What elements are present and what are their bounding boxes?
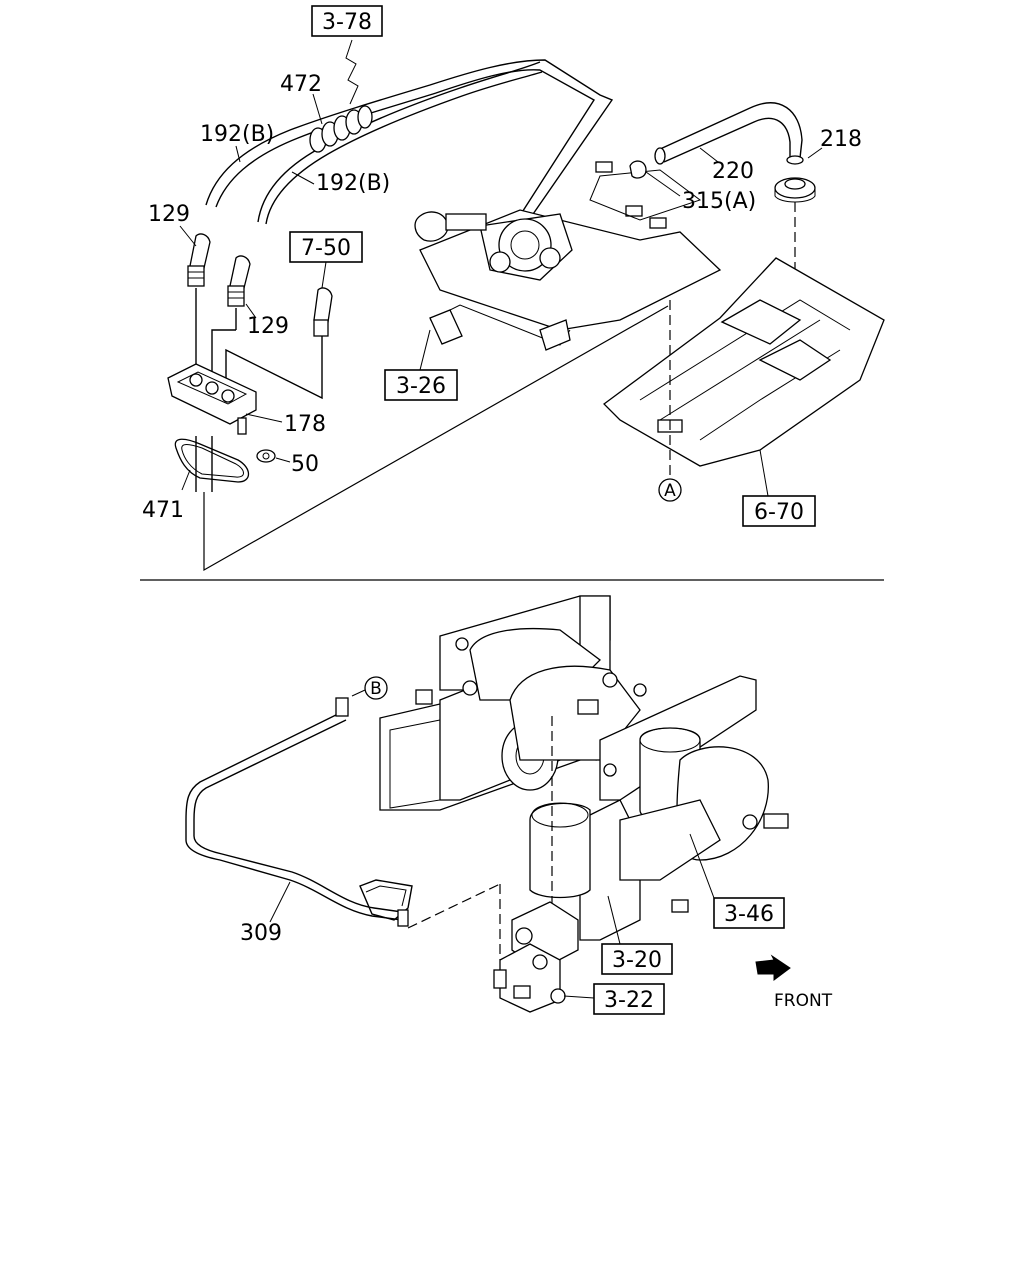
callout-218: 218: [820, 127, 862, 152]
hose-192b-upper-inner: [215, 69, 595, 229]
callout-472: 472: [280, 72, 322, 97]
hose-192b-lower: [257, 61, 541, 223]
break-symbol: [345, 39, 359, 105]
callout-192b-2: 192(B): [316, 171, 390, 196]
svg-text:3-22: 3-22: [604, 988, 654, 1013]
svg-text:B: B: [370, 679, 382, 699]
ref-3-22: 3-22: [563, 983, 665, 1015]
marker-b: B: [364, 676, 388, 700]
callout-129-1: 129: [148, 202, 190, 227]
floor-panel-6-70: [603, 257, 885, 467]
hose-192b-lower-inner: [265, 71, 543, 225]
callout-192b-1: 192(B): [200, 122, 274, 147]
grommet-218: [774, 177, 816, 203]
svg-text:3-20: 3-20: [612, 948, 662, 973]
pipe-309: [185, 697, 413, 927]
dashed-leader-top: [203, 305, 669, 572]
callout-220: 220: [712, 159, 754, 184]
marker-a: A: [658, 478, 682, 502]
front-direction-arrow: FRONT: [755, 954, 833, 1011]
hose-220: [654, 102, 804, 165]
callout-50: 50: [291, 452, 319, 477]
elbow-fitting-129-right: [227, 255, 251, 307]
callout-178: 178: [284, 412, 326, 437]
clip-315a: [629, 160, 647, 179]
svg-text:3-46: 3-46: [724, 902, 774, 927]
ref-3-78: 3-78: [311, 5, 383, 37]
protector-472: [309, 105, 373, 153]
ref-3-26: 3-26: [384, 329, 458, 401]
elbow-fitting-7-50: [313, 287, 333, 337]
frame-assembly: [379, 595, 789, 941]
ref-3-20: 3-20: [601, 895, 673, 975]
svg-text:6-70: 6-70: [754, 500, 804, 525]
svg-text:3-78: 3-78: [322, 10, 372, 35]
valve-assembly: [493, 716, 579, 1013]
nut-50: [256, 449, 276, 463]
elbow-fitting-129-left: [187, 233, 211, 287]
bottom-view: B 309 3-46 3-20 3-2: [185, 595, 833, 1015]
callout-309: 309: [240, 921, 282, 946]
ref-3-46: 3-46: [689, 833, 785, 929]
callouts-top: 472 192(B) 192(B) 129 129 178 50 471 220…: [142, 72, 862, 523]
oil-cooler-plate-178: [167, 363, 257, 435]
front-arrow-icon: [755, 954, 791, 981]
svg-text:A: A: [664, 481, 676, 501]
callout-129-2: 129: [247, 314, 289, 339]
ref-7-50: 7-50: [289, 231, 363, 289]
svg-text:3-26: 3-26: [396, 374, 446, 399]
svg-text:7-50: 7-50: [301, 236, 351, 261]
callout-471: 471: [142, 498, 184, 523]
top-view: 472 192(B) 192(B) 129 129 178 50 471 220…: [142, 5, 885, 572]
callout-315a: 315(A): [682, 189, 756, 214]
front-label: FRONT: [774, 991, 833, 1011]
pump-bracket-3-26: [414, 161, 722, 351]
ref-6-70: 6-70: [742, 449, 816, 527]
